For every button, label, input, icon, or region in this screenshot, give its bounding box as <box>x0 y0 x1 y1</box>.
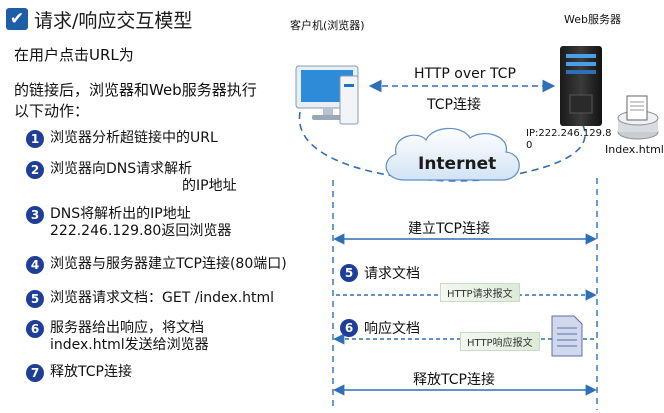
step-number-badge: 6 <box>340 319 358 337</box>
step-1: 1 浏览器分析超链接中的URL <box>26 130 218 148</box>
server-label: Web服务器 <box>564 13 621 26</box>
step-number-badge: 6 <box>26 320 44 338</box>
step-6: 6 服务器给出响应，将文档 index.html发送给浏览器 <box>26 320 209 354</box>
step-text: 浏览器请求文档：GET /index.html <box>50 290 275 306</box>
step-number-badge: 7 <box>26 364 44 382</box>
step-text-cont: index.html发送给浏览器 <box>50 337 209 353</box>
ip-address-label: IP:222.246.129.8 0 <box>526 128 612 152</box>
step-text: 浏览器与服务器建立TCP连接(80端口) <box>50 256 287 272</box>
http-over-tcp-label: HTTP over TCP <box>414 66 516 82</box>
step-5: 5 浏览器请求文档：GET /index.html <box>26 290 274 308</box>
release-tcp-label: 释放TCP连接 <box>413 372 495 388</box>
request-label: 请求文档 <box>364 266 420 282</box>
internet-cloud-icon <box>385 127 520 181</box>
client-label: 客户机(浏览器) <box>290 19 365 32</box>
internet-label: Internet <box>418 154 497 174</box>
step-text: 浏览器向DNS请求解析 <box>50 161 193 177</box>
tcp-connection-label: TCP连接 <box>427 97 481 113</box>
step-4: 4 浏览器与服务器建立TCP连接(80端口) <box>26 256 287 274</box>
server-icon <box>560 46 602 126</box>
step-number-badge: 5 <box>340 264 358 282</box>
step-text: 服务器给出响应，将文档 <box>50 320 204 336</box>
step-text: 释放TCP连接 <box>50 364 132 380</box>
disk-icon <box>617 95 659 140</box>
page-title: 请求/响应交互模型 <box>34 9 193 32</box>
establish-tcp-label: 建立TCP连接 <box>408 221 490 237</box>
step-text-cont: 222.246.129.80返回浏览器 <box>50 223 232 239</box>
response-step: 6 响应文档 <box>340 318 420 338</box>
ip-address-line-2: 0 <box>526 140 533 151</box>
step-2: 2 浏览器向DNS请求解析 的IP地址 <box>26 161 237 195</box>
response-label: 响应文档 <box>364 321 420 337</box>
intro-line-3: 以下动作： <box>14 102 90 120</box>
step-number-badge: 2 <box>26 161 44 179</box>
intro-line-1: 在用户点击URL为 <box>14 46 134 64</box>
step-7: 7 释放TCP连接 <box>26 364 132 382</box>
client-computer-icon <box>295 65 359 125</box>
ip-address-line-1: IP:222.246.129.8 <box>526 128 612 139</box>
step-number-badge: 1 <box>26 130 44 148</box>
http-response-message: HTTP响应报文 <box>460 332 540 351</box>
document-icon <box>551 315 583 357</box>
intro-line-2: 的链接后，浏览器和Web服务器执行 <box>14 81 257 99</box>
http-request-message: HTTP请求报文 <box>440 283 520 302</box>
index-file-label: Index.html <box>605 143 664 156</box>
step-text: 浏览器分析超链接中的URL <box>50 130 218 146</box>
checkbox-icon: ✔ <box>6 8 28 30</box>
request-step: 5 请求文档 <box>340 263 420 283</box>
step-number-badge: 5 <box>26 290 44 308</box>
step-number-badge: 3 <box>26 206 44 224</box>
step-text: DNS将解析出的IP地址 <box>50 206 191 222</box>
step-number-badge: 4 <box>26 256 44 274</box>
title-block: ✔ 请求/响应交互模型 <box>6 6 192 32</box>
step-text-cont: 的IP地址 <box>182 178 237 194</box>
step-3: 3 DNS将解析出的IP地址 222.246.129.80返回浏览器 <box>26 206 231 240</box>
